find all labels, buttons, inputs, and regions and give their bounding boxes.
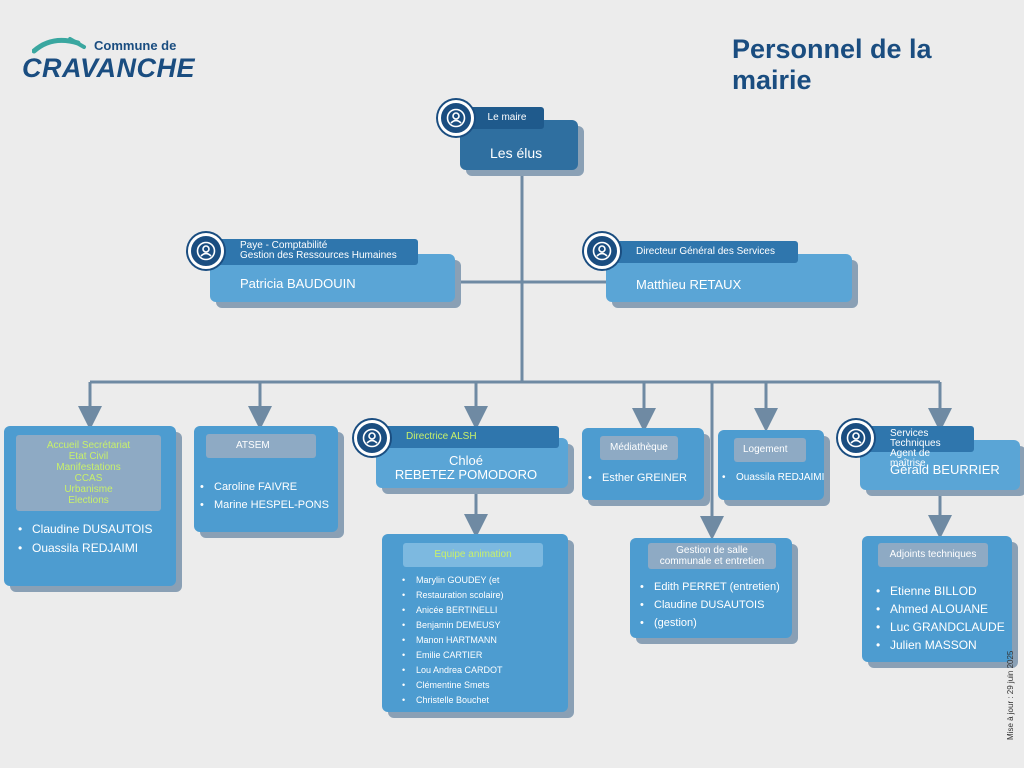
logement-tag: Logement (734, 438, 806, 462)
page-title: Personnel de la mairie (732, 34, 932, 95)
rh-tag-line1: Paye - Comptabilité (240, 240, 328, 251)
list-item: Christelle Bouchet (402, 693, 504, 708)
rh-tag: Paye - Comptabilité Gestion des Ressourc… (210, 239, 418, 265)
atsem-members: Caroline FAIVRE Marine HESPEL-PONS (200, 478, 329, 514)
list-item: Julien MASSON (876, 636, 1005, 654)
technique-avatar (838, 420, 874, 456)
salle-tag-line2: communale et entretien (659, 556, 765, 567)
logo-city-name: CRAVANCHE (22, 53, 195, 83)
list-item: (gestion) (640, 614, 780, 632)
salle-tag-line1: Gestion de salle (676, 545, 748, 556)
list-item: Etienne BILLOD (876, 582, 1005, 600)
alsh-avatar (354, 420, 390, 456)
list-item: Ouassila REDJAIMI (722, 470, 824, 486)
list-item: Benjamin DEMEUSY (402, 618, 504, 633)
list-item: Clémentine Smets (402, 678, 504, 693)
mediatheque-tag: Médiathèque (600, 436, 678, 460)
alsh-name-line2: REBETEZ POMODORO (394, 467, 538, 482)
maire-tag: Le maire (470, 107, 544, 129)
technique-tag-line1: Services Techniques (890, 428, 941, 449)
alsh-name-line1: Chloé (449, 453, 483, 468)
roof-logo-icon (32, 37, 86, 54)
list-item: Manon HARTMANN (402, 633, 504, 648)
alsh-name: Chloé REBETEZ POMODORO (376, 454, 556, 482)
list-item: Edith PERRET (entretien) (640, 578, 780, 596)
salle-tag: Gestion de salle communale et entretien (648, 543, 776, 569)
logement-members: Ouassila REDJAIMI (722, 470, 824, 486)
accueil-roles: Accueil Secrétariat Etat Civil Manifesta… (16, 435, 161, 511)
accueil-role: Accueil Secrétariat (46, 440, 131, 451)
accueil-role: Elections (68, 495, 109, 506)
dgs-tag: Directeur Général des Services (606, 241, 798, 263)
technique-tag: Services Techniques Agent de maîtrise (860, 426, 974, 469)
alsh-tag-text: Directrice ALSH (406, 431, 477, 442)
mediatheque-members: Esther GREINER (588, 470, 687, 486)
accueil-role: Etat Civil (68, 451, 109, 462)
list-item: Restauration scolaire) (402, 588, 504, 603)
dgs-name: Matthieu RETAUX (636, 277, 742, 292)
salle-members: Edith PERRET (entretien) Claudine DUSAUT… (640, 578, 780, 632)
user-icon (362, 428, 382, 448)
adjoints-tag: Adjoints techniques (878, 543, 988, 567)
user-icon (846, 428, 866, 448)
list-item: Anicée BERTINELLI (402, 603, 504, 618)
list-item: Esther GREINER (588, 470, 687, 486)
user-icon (592, 241, 612, 261)
maire-avatar (438, 100, 474, 136)
adjoints-members: Etienne BILLOD Ahmed ALOUANE Luc GRANDCL… (876, 582, 1005, 654)
accueil-role: Urbanisme (64, 484, 113, 495)
logo-commune-text: Commune de (94, 38, 177, 53)
animation-members: Marylin GOUDEY (et Restauration scolaire… (402, 573, 504, 708)
technique-name: Gérald BEURRIER (890, 462, 1000, 477)
accueil-role: Manifestations (56, 462, 121, 473)
list-item: Luc GRANDCLAUDE (876, 618, 1005, 636)
list-item: Claudine DUSAUTOIS (640, 596, 780, 614)
user-icon (196, 241, 216, 261)
animation-tag: Equipe animation (403, 543, 543, 567)
rh-name: Patricia BAUDOUIN (240, 276, 356, 291)
update-note: Mise à jour : 29 juin 2025 (1006, 650, 1015, 740)
accueil-role: CCAS (74, 473, 103, 484)
list-item: Marine HESPEL-PONS (200, 496, 329, 514)
alsh-tag: Directrice ALSH (376, 426, 559, 448)
list-item: Ouassila REDJAIMI (18, 539, 153, 558)
maire-name: Les élus (490, 145, 543, 161)
list-item: Claudine DUSAUTOIS (18, 520, 153, 539)
list-item: Emilie CARTIER (402, 648, 504, 663)
accueil-members: Claudine DUSAUTOIS Ouassila REDJAIMI (18, 520, 153, 558)
list-item: Caroline FAIVRE (200, 478, 329, 496)
cravanche-logo: Commune de CRAVANCHE (22, 30, 195, 90)
rh-avatar (188, 233, 224, 269)
atsem-tag: ATSEM (206, 434, 316, 458)
list-item: Ahmed ALOUANE (876, 600, 1005, 618)
list-item: Marylin GOUDEY (et (402, 573, 504, 588)
rh-tag-line2: Gestion des Ressources Humaines (240, 250, 397, 261)
dgs-avatar (584, 233, 620, 269)
user-icon (446, 108, 466, 128)
list-item: Lou Andrea CARDOT (402, 663, 504, 678)
technique-tag-line2: Agent de maîtrise (890, 448, 931, 469)
animation-tag-text: Equipe animation (434, 549, 512, 560)
